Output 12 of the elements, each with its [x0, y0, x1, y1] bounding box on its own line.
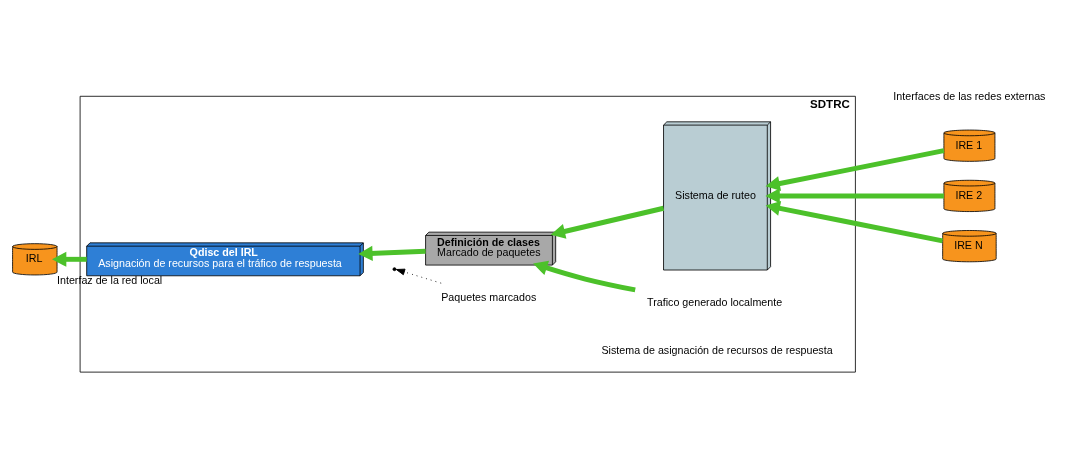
arrow: [358, 245, 426, 261]
arrow: [765, 147, 945, 191]
label: Sistema de asignación de recursos de respuesta: [601, 343, 833, 356]
arrow: [765, 187, 944, 203]
arrow: [765, 200, 943, 243]
arrow: [51, 251, 87, 267]
label: Interfaces de las redes externas: [893, 89, 1046, 102]
node-text: Paquetes marcados: [441, 290, 537, 303]
arrow: [395, 268, 442, 284]
node-text: Trafico generado localmente: [647, 295, 783, 308]
arrow: [533, 260, 636, 292]
node-label: Interfaz de la red local: [57, 273, 163, 286]
